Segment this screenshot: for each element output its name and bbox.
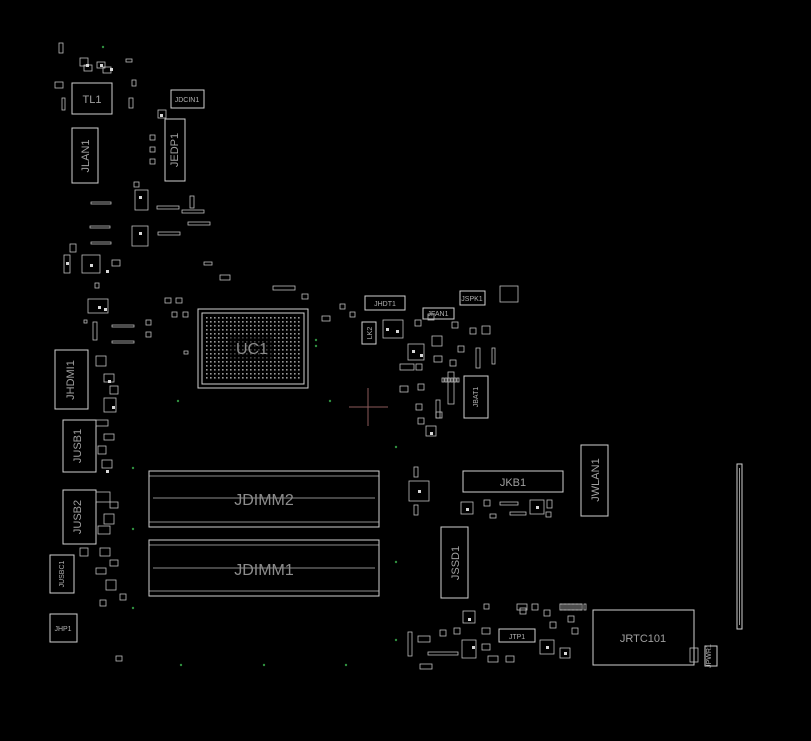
component-jwlan1[interactable]: JWLAN1 [580,444,609,517]
component-jhdmi1[interactable]: JHDMI1 [54,349,89,410]
label-tl1: TL1 [83,94,102,106]
component-jusb2[interactable]: JUSB2 [62,489,97,545]
label-jusb1: JUSB1 [72,429,84,463]
label-jhp1: JHP1 [54,626,71,633]
small-components [54,42,699,670]
component-jdimm1[interactable]: JDIMM1 [148,539,380,597]
component-jhdt1[interactable]: JHDT1 [364,295,406,311]
component-jssd1[interactable]: JSSD1 [440,526,469,599]
component-edge-connector[interactable] [736,463,743,630]
component-jdcin1[interactable]: JDCIN1 [170,89,205,109]
label-jssd1: JSSD1 [450,546,462,580]
label-jwlan1: JWLAN1 [590,458,602,501]
label-jdcin1: JDCIN1 [175,97,200,104]
component-jdimm2[interactable]: JDIMM2 [148,470,380,528]
component-jlan1[interactable]: JLAN1 [71,127,99,184]
component-jkb1[interactable]: JKB1 [462,470,564,493]
label-lk2: LK2 [367,327,374,340]
label-jspk1: JSPK1 [461,296,483,303]
component-jedp1[interactable]: JEDP1 [164,118,186,182]
component-jrtc101[interactable]: JRTC101 [592,609,695,666]
cursor-crosshair [349,388,388,426]
component-jspk1[interactable]: JSPK1 [459,290,486,306]
component-jbat1[interactable]: JBAT1 [463,375,489,419]
component-jusb1[interactable]: JUSB1 [62,419,97,473]
component-jhp1[interactable]: JHP1 [49,613,78,643]
component-jfan1[interactable]: JFAN1 [422,307,455,320]
component-jpwr1[interactable]: JPWR1 [704,644,718,668]
label-jbat1: JBAT1 [473,387,480,408]
label-jfan1: JFAN1 [427,311,448,318]
label-jusbc1: JUSBC1 [59,560,66,587]
label-jrtc101: JRTC101 [620,633,666,645]
label-jdimm1: JDIMM1 [234,562,294,579]
label-jedp1: JEDP1 [169,133,181,167]
label-jlan1: JLAN1 [80,139,92,172]
label-jhdmi1: JHDMI1 [65,360,77,400]
label-uc1: UC1 [236,341,268,358]
component-uc1[interactable]: UC1 [197,308,309,389]
label-jusb2: JUSB2 [72,500,84,534]
label-jkb1: JKB1 [500,477,526,489]
label-jdimm2: JDIMM2 [234,492,294,509]
test-points [101,45,398,667]
component-jusbc1[interactable]: JUSBC1 [49,554,75,594]
label-jpwr1: JPWR1 [706,644,713,668]
component-jtp1[interactable]: JTP1 [498,628,536,643]
label-jtp1: JTP1 [509,634,525,641]
component-tl1[interactable]: TL1 [71,82,113,115]
label-jhdt1: JHDT1 [374,301,396,308]
component-lk2[interactable]: LK2 [361,321,377,345]
